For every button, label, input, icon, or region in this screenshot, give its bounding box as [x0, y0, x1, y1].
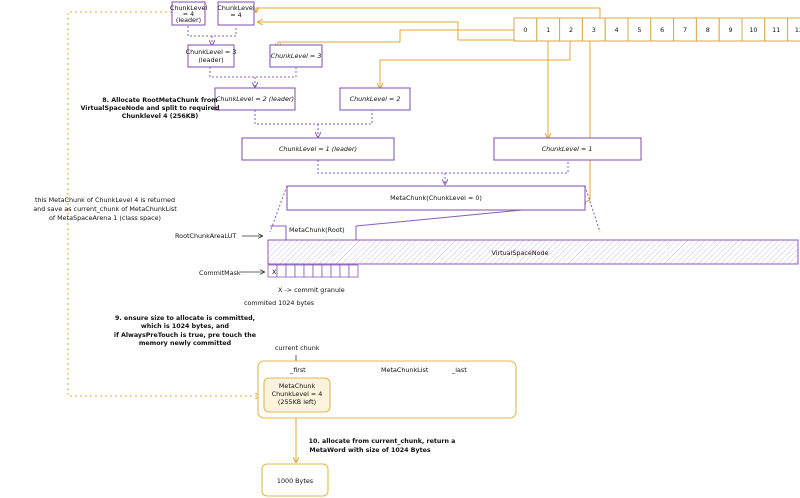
- granule-label: 7: [683, 26, 687, 34]
- svg-text:10. allocate from current_chun: 10. allocate from current_chunk, return …: [309, 438, 456, 445]
- side-note-text: this MetaChunk of ChunkLevel 4 is return…: [33, 196, 177, 222]
- connector-l0-left: [269, 185, 288, 233]
- metachunk-root-label: MetaChunk(Root): [289, 226, 345, 234]
- chunk-level3-box: [269, 44, 323, 68]
- chunk-level4-label-1: ChunkLevel: [217, 4, 254, 12]
- virtual-space-node-label: VirtualSpaceNode: [491, 249, 548, 257]
- arrow-granule2-l2: [380, 26, 571, 88]
- virtual-space-node-box: [267, 239, 799, 265]
- chunk-level4-box: [217, 1, 255, 26]
- step8-text: 8. Allocate RootMetaChunk from VirtualSp…: [81, 97, 220, 120]
- granule-grid: 0123456789101112: [513, 17, 800, 42]
- chunk-level1-label: ChunkLevel = 1: [542, 145, 593, 153]
- svg-text:this MetaChunk of ChunkLevel 4: this MetaChunk of ChunkLevel 4 is return…: [35, 196, 175, 204]
- commit-mask-cell: [321, 264, 332, 278]
- root-lut-label: RootChunkAreaLUT: [175, 232, 236, 240]
- chunk-level0-label: MetaChunk(ChunkLevel = 0): [390, 194, 482, 202]
- commit-x-mark: X: [272, 268, 277, 276]
- svg-text:if AlwaysPreTouch is true, pre: if AlwaysPreTouch is true, pre touch the: [114, 332, 256, 339]
- chunk-level2-label: ChunkLevel = 2: [350, 95, 401, 103]
- chunk-level0-box: [286, 185, 586, 211]
- metachunklist-title: MetaChunkList: [381, 366, 429, 374]
- chunk-level2-leader-box: [214, 87, 296, 111]
- svg-text:and save as current_chunk of M: and save as current_chunk of MetaChunkLi…: [33, 205, 177, 213]
- connector-l0-right: [584, 185, 601, 233]
- commit-mask-cell: [312, 264, 323, 278]
- commit-mask-cell: [348, 264, 359, 278]
- connector-l4-split: [187, 26, 237, 37]
- svg-text:VirtualSpaceNode and split to: VirtualSpaceNode and split to required: [81, 105, 220, 112]
- chunk-level3-leader-label-2: (leader): [198, 56, 223, 64]
- connector-l3-split: [209, 67, 297, 78]
- granule-label: 9: [729, 26, 733, 34]
- arrow-granule3-l4: [256, 8, 601, 22]
- step9-text: 9. ensure size to allocate is committed,…: [114, 315, 256, 347]
- granule-label: 10: [749, 26, 757, 34]
- chunk-level1-leader-box: [241, 137, 395, 161]
- chunk-level1-box: [493, 137, 642, 161]
- granule-label: 12: [795, 26, 800, 34]
- granule-label: 6: [660, 26, 664, 34]
- granule-label: 11: [772, 26, 780, 34]
- chunk-level3-label: ChunkLevel = 3: [271, 52, 322, 60]
- connector-l1-split: [317, 160, 569, 174]
- chunk-level1-leader-label: ChunkLevel = 1 (leader): [279, 145, 357, 153]
- commit-mask-cell: [285, 264, 296, 278]
- chunk-level2-box: [339, 87, 411, 111]
- step10-text: 10. allocate from current_chunk, return …: [309, 438, 456, 454]
- chunk-level4-leader-label-2: = 4: [183, 10, 194, 18]
- chunk-level4-leader-label-1: ChunkLevel: [170, 4, 207, 12]
- commit-mask-cells: [267, 264, 359, 278]
- chunk-level2-leader-label: ChunkLevel = 2 (leader): [216, 95, 294, 103]
- granule-label: 5: [637, 26, 641, 34]
- connector-l2-split: [254, 110, 373, 125]
- granule-label: 1: [546, 26, 550, 34]
- svg-text:9. ensure size to allocate is: 9. ensure size to allocate is committed,: [115, 315, 255, 322]
- chunk-level4-label-2: = 4: [230, 11, 241, 19]
- current-metachunk-line3: (255KB left): [278, 398, 316, 406]
- current-metachunk-box: [263, 377, 331, 413]
- chunk-level3-leader-box: [187, 44, 235, 68]
- current-chunk-label: current chunk: [275, 344, 320, 352]
- current-metachunk-line1: MetaChunk: [279, 382, 315, 390]
- result-label: 1000 Bytes: [277, 477, 314, 485]
- granule-cell: [787, 17, 800, 42]
- first-label: _first: [289, 366, 306, 374]
- chunk-level3-leader-label-1: ChunkLevel = 3: [186, 48, 237, 56]
- commit-mask-cell: [339, 264, 350, 278]
- commit-mask-cell: [330, 264, 341, 278]
- arrow-granule3-l0: [573, 26, 591, 207]
- granule-label: 8: [706, 26, 710, 34]
- chunk-level4-leader-label-3: (leader): [176, 16, 201, 24]
- svg-text:8. Allocate RootMetaChunk from: 8. Allocate RootMetaChunk from: [102, 97, 218, 104]
- granule-label: 4: [615, 26, 619, 34]
- svg-text:memory newly committed: memory newly committed: [139, 340, 231, 347]
- current-metachunk-line2: ChunkLevel = 4: [272, 390, 323, 398]
- last-label: _last: [451, 366, 467, 374]
- committed-bytes: commited 1024 bytes: [244, 299, 315, 307]
- granule-label: 0: [523, 26, 527, 34]
- chunk-level4-leader-box: [171, 1, 206, 26]
- connector-root-left: [270, 225, 287, 240]
- result-box: [261, 463, 329, 497]
- commit-mask-cell: [303, 264, 314, 278]
- commit-mask-label: CommitMask: [199, 269, 241, 277]
- svg-text:which is 1024 bytes, and: which is 1024 bytes, and: [141, 323, 229, 330]
- connector-side-note: [67, 11, 260, 396]
- svg-text:of MetaSpaceArena 1 (class spa: of MetaSpaceArena 1 (class space): [49, 214, 161, 222]
- svg-text:MetaWord with size of 1024 Byt: MetaWord with size of 1024 Bytes: [309, 447, 431, 454]
- commit-mask-cell: [276, 264, 287, 278]
- granule-label: 3: [592, 26, 596, 34]
- granule-label: 2: [569, 26, 573, 34]
- commit-mask-cell: [294, 264, 305, 278]
- commit-legend: X -> commit granule: [278, 286, 345, 294]
- svg-text:Chunklevel 4 (256KB): Chunklevel 4 (256KB): [122, 113, 199, 120]
